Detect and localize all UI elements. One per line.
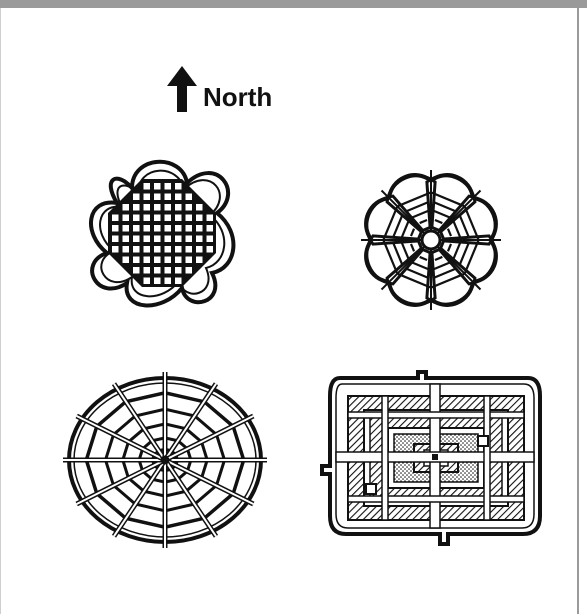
top-frame-bar bbox=[0, 0, 587, 8]
radial-flower-city-plan-icon bbox=[356, 165, 506, 315]
clover-grid-city-plan-icon bbox=[82, 158, 242, 308]
north-arrow-icon bbox=[165, 66, 199, 114]
rectangular-walled-city-plan-icon bbox=[318, 366, 550, 550]
north-label: North bbox=[203, 82, 272, 113]
right-frame-bar bbox=[577, 8, 579, 614]
spiderweb-oval-city-plan-icon bbox=[62, 372, 268, 548]
left-frame-line bbox=[0, 8, 1, 614]
